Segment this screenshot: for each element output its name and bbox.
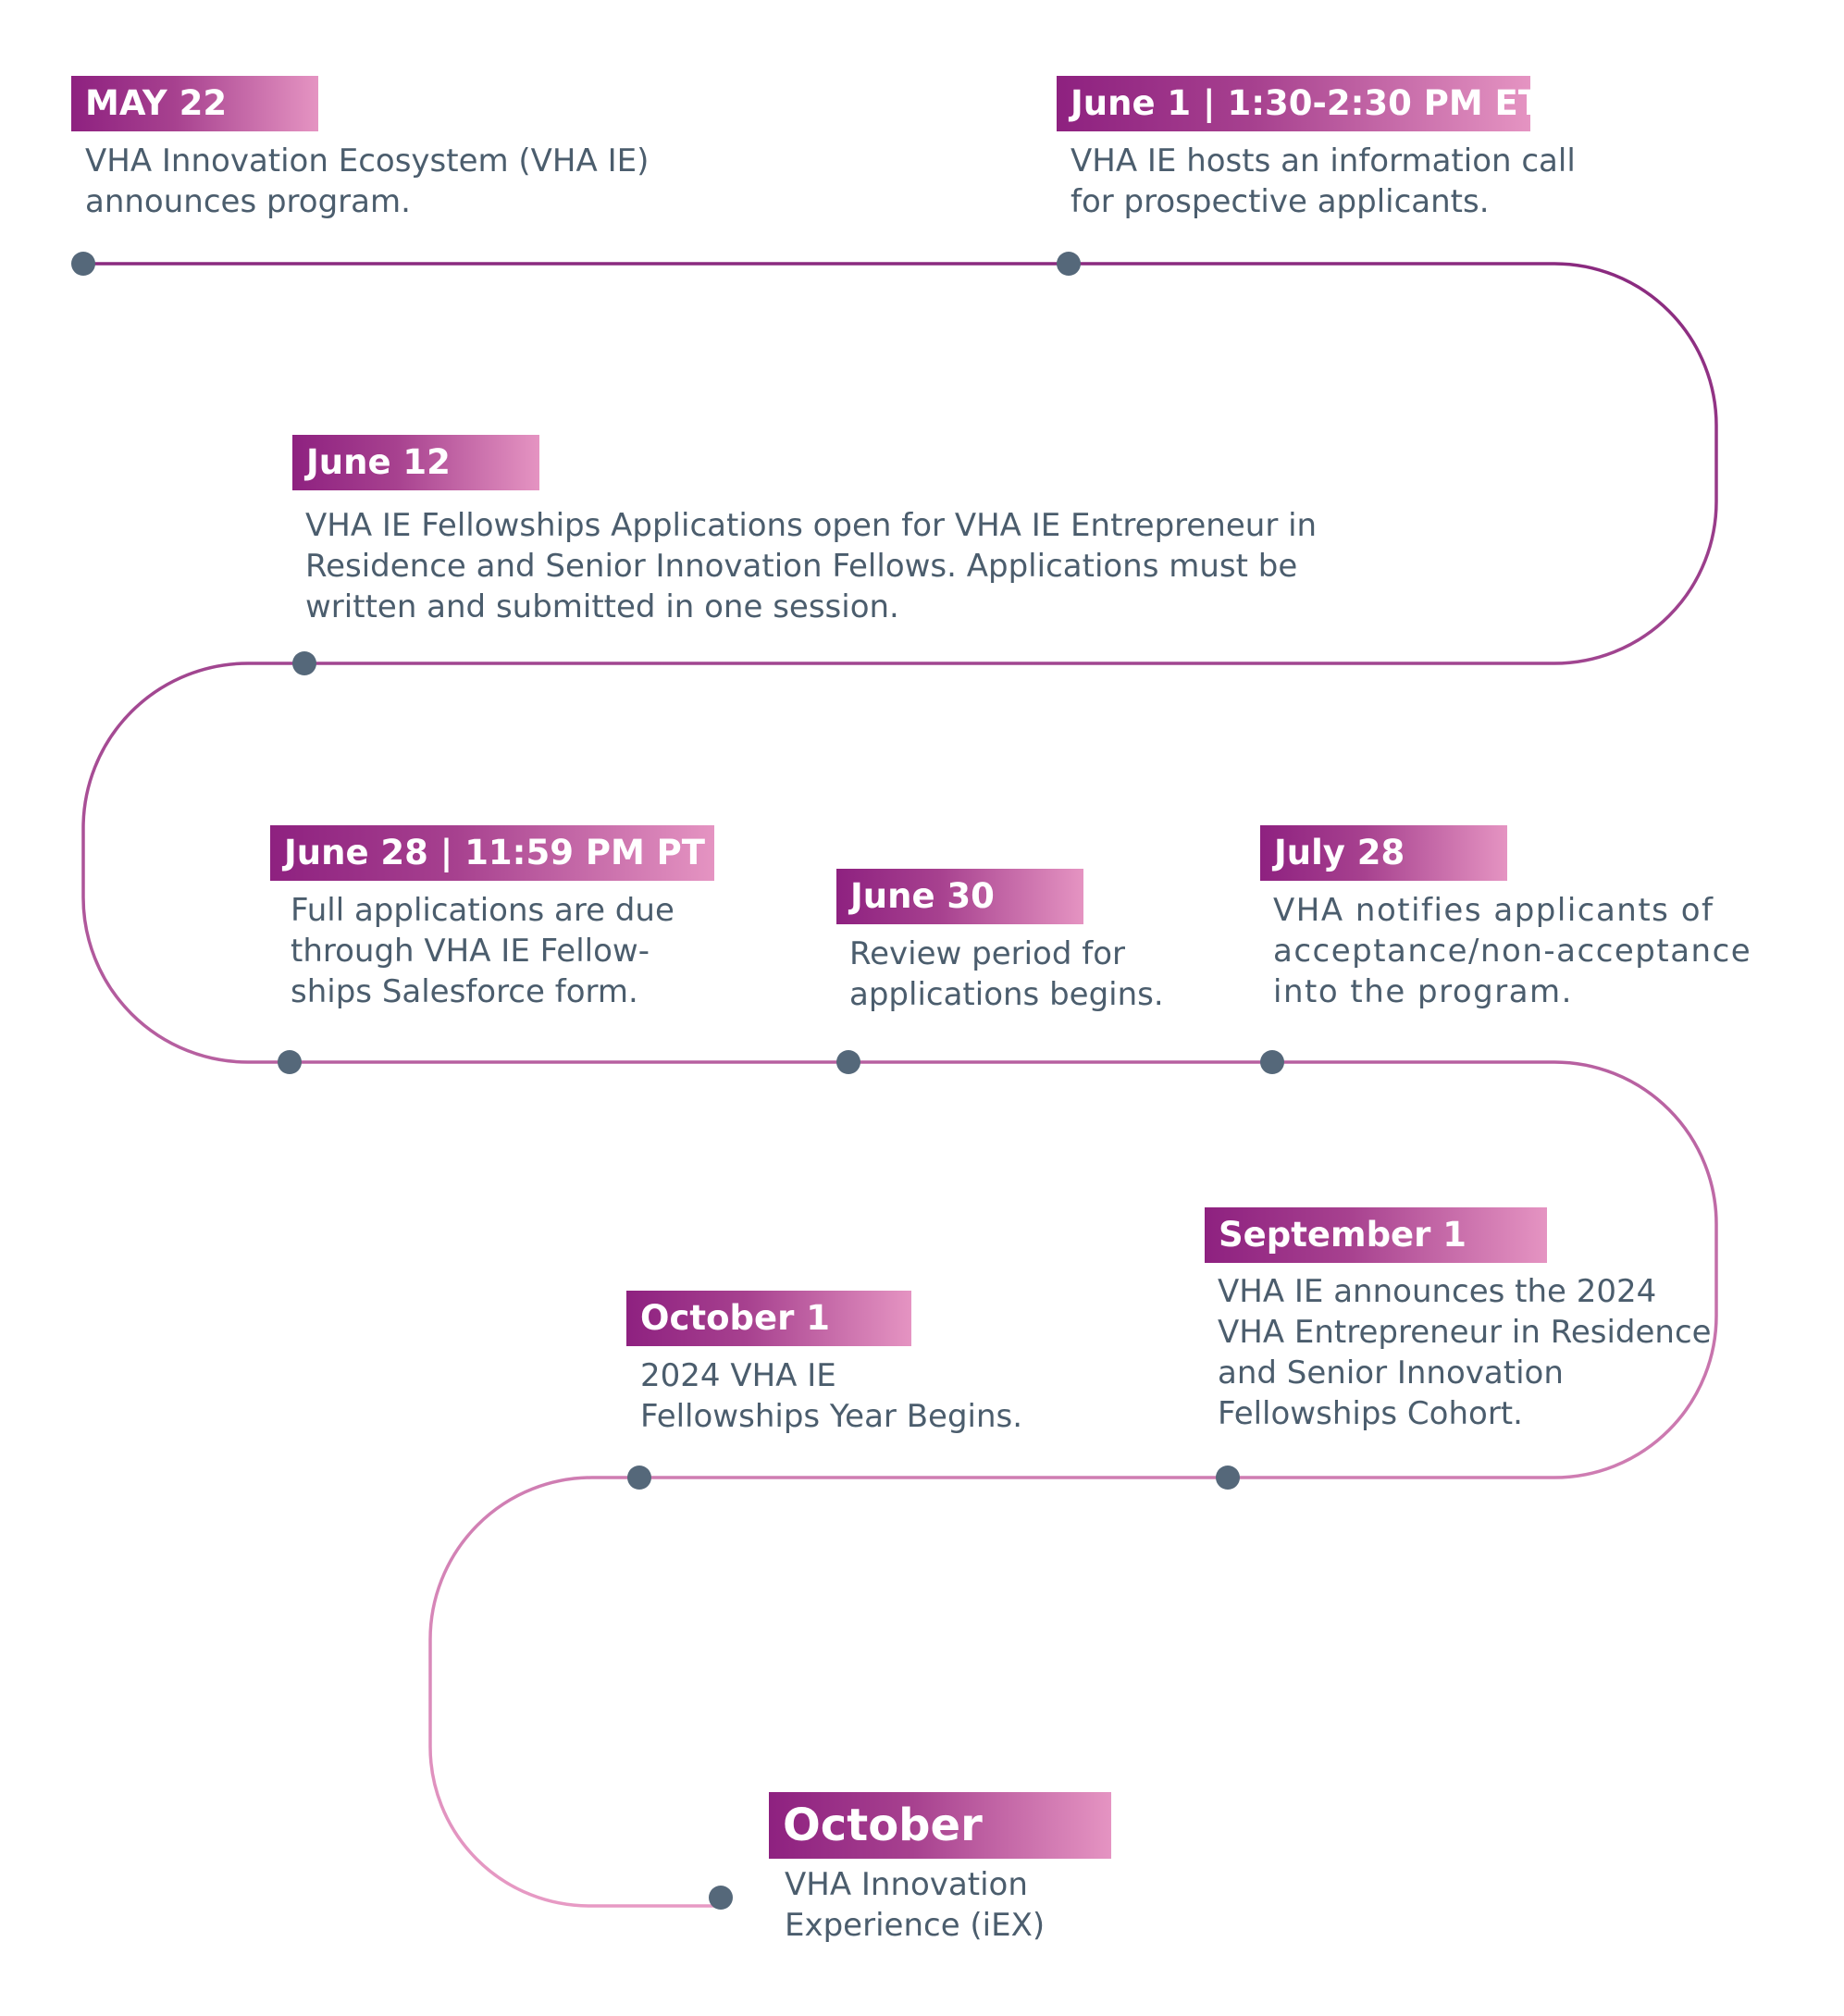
description-line: Experience (iEX) (785, 1907, 1046, 1944)
description-line: ships Salesforce form. (291, 973, 638, 1010)
description-line: Full applications are due (291, 892, 674, 929)
event-description-october-1: 2024 VHA IE Fellowships Year Begins. (640, 1355, 1022, 1437)
timeline-dot-may-22 (71, 252, 95, 276)
timeline-dot-june-30 (836, 1050, 860, 1074)
description-line: VHA IE announces the 2024 (1218, 1273, 1657, 1310)
timeline-dot-september-1 (1216, 1466, 1240, 1490)
event-description-october: VHA Innovation Experience (iEX) (785, 1864, 1045, 1946)
event-date-label-june-30: June 30 (836, 869, 1083, 924)
description-line: into the program. (1273, 973, 1573, 1010)
event-date-label-september-1: September 1 (1205, 1207, 1547, 1263)
timeline-dot-june-1 (1057, 252, 1081, 276)
description-line: Fellowships Cohort. (1218, 1395, 1523, 1432)
event-description-may-22: VHA Innovation Ecosystem (VHA IE) announ… (85, 141, 649, 222)
description-line: VHA IE hosts an information call (1071, 142, 1576, 179)
description-line: VHA Entrepreneur in Residence (1218, 1314, 1712, 1351)
description-line: acceptance/non-acceptance (1273, 933, 1752, 970)
timeline-dot-october (709, 1886, 733, 1910)
description-line: VHA Innovation (785, 1866, 1028, 1903)
event-date-label-october: October (769, 1792, 1111, 1859)
description-line: VHA IE Fellowships Applications open for… (305, 507, 1318, 544)
event-description-july-28: VHA notifies applicants of acceptance/no… (1273, 890, 1751, 1012)
description-line: VHA notifies applicants of (1273, 892, 1714, 929)
description-line: Fellowships Year Begins. (640, 1398, 1023, 1435)
event-description-june-1: VHA IE hosts an information call for pro… (1071, 141, 1576, 222)
description-line: through VHA IE Fellow- (291, 933, 650, 970)
description-line: 2024 VHA IE (640, 1357, 836, 1394)
event-date-label-october-1: October 1 (626, 1291, 911, 1346)
timeline-dot-june-12 (292, 651, 316, 675)
event-date-label-july-28: July 28 (1260, 825, 1507, 881)
description-line: for prospective applicants. (1071, 183, 1490, 220)
description-line: and Senior Innovation (1218, 1354, 1564, 1391)
timeline-line (81, 262, 1718, 1908)
description-line: written and submitted in one session. (305, 588, 899, 625)
event-date-label-june-28: June 28 | 11:59 PM PT (270, 825, 714, 881)
description-line: applications begins. (849, 976, 1164, 1013)
description-line: announces program. (85, 183, 411, 220)
timeline-dot-october-1 (627, 1466, 651, 1490)
description-line: VHA Innovation Ecosystem (VHA IE) (85, 142, 650, 179)
event-description-june-30: Review period for applications begins. (849, 934, 1164, 1015)
timeline-dot-july-28 (1260, 1050, 1284, 1074)
event-description-september-1: VHA IE announces the 2024 VHA Entreprene… (1218, 1271, 1712, 1434)
timeline-dot-june-28 (278, 1050, 302, 1074)
event-date-label-june-12: June 12 (292, 435, 539, 490)
event-date-label-may-22: MAY 22 (71, 76, 318, 131)
event-date-label-june-1: June 1 | 1:30-2:30 PM ET (1057, 76, 1541, 131)
description-line: Review period for (849, 935, 1125, 972)
event-description-june-12: VHA IE Fellowships Applications open for… (305, 505, 1317, 627)
description-line: Residence and Senior Innovation Fellows.… (305, 548, 1298, 585)
event-description-june-28: Full applications are due through VHA IE… (291, 890, 674, 1012)
